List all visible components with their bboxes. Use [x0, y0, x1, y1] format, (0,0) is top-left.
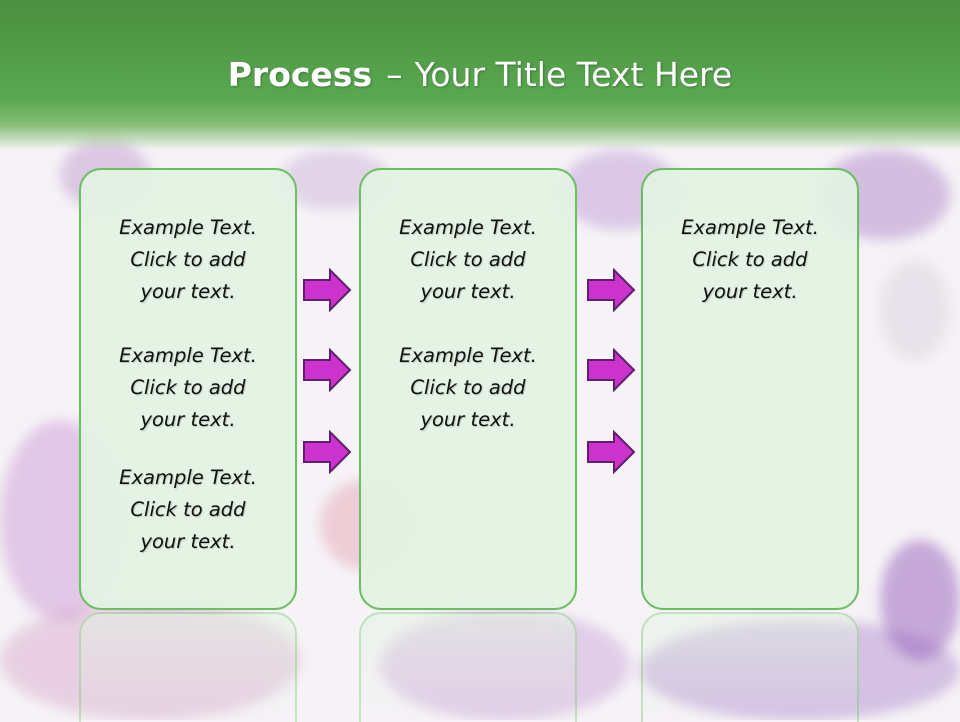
box-reflection [641, 612, 859, 722]
text-line: Example Text. [119, 216, 257, 239]
text-line: Example Text. [119, 344, 257, 367]
text-line: Example Text. [119, 466, 257, 489]
right-arrow-icon[interactable] [586, 268, 636, 312]
right-arrow-icon[interactable] [302, 348, 352, 392]
title-rest: Your Title Text Here [414, 55, 733, 94]
text-line: Click to add [130, 498, 246, 521]
right-arrow-icon[interactable] [586, 348, 636, 392]
text-line: Click to add [410, 248, 526, 271]
title-dash: – [386, 55, 403, 94]
bg-blob [880, 540, 960, 660]
text-block[interactable]: Example Text. Click to add your text. [643, 212, 857, 308]
process-box-2[interactable]: Example Text. Click to add your text. Ex… [359, 168, 577, 610]
text-line: your text. [140, 280, 236, 303]
text-line: Click to add [130, 376, 246, 399]
right-arrow-icon[interactable] [302, 268, 352, 312]
text-block[interactable]: Example Text. Click to add your text. [361, 212, 575, 308]
text-line: your text. [140, 408, 236, 431]
text-block[interactable]: Example Text. Click to add your text. [81, 340, 295, 436]
text-line: Example Text. [681, 216, 819, 239]
text-line: your text. [420, 280, 516, 303]
text-line: your text. [140, 530, 236, 553]
text-block[interactable]: Example Text. Click to add your text. [361, 340, 575, 436]
title-bold: Process [227, 55, 373, 94]
text-line: your text. [420, 408, 516, 431]
text-line: Example Text. [399, 344, 537, 367]
bg-blob [880, 260, 950, 360]
process-box-3[interactable]: Example Text. Click to add your text. [641, 168, 859, 610]
text-line: Example Text. [399, 216, 537, 239]
right-arrow-icon[interactable] [302, 430, 352, 474]
process-box-1[interactable]: Example Text. Click to add your text. Ex… [79, 168, 297, 610]
text-line: your text. [702, 280, 798, 303]
box-reflection [79, 612, 297, 722]
title-bar [0, 0, 960, 150]
slide-title[interactable]: Process–Your Title Text Here [0, 52, 960, 98]
box-reflection [359, 612, 577, 722]
text-line: Click to add [692, 248, 808, 271]
right-arrow-icon[interactable] [586, 430, 636, 474]
text-line: Click to add [410, 376, 526, 399]
text-block[interactable]: Example Text. Click to add your text. [81, 212, 295, 308]
text-line: Click to add [130, 248, 246, 271]
text-block[interactable]: Example Text. Click to add your text. [81, 462, 295, 558]
